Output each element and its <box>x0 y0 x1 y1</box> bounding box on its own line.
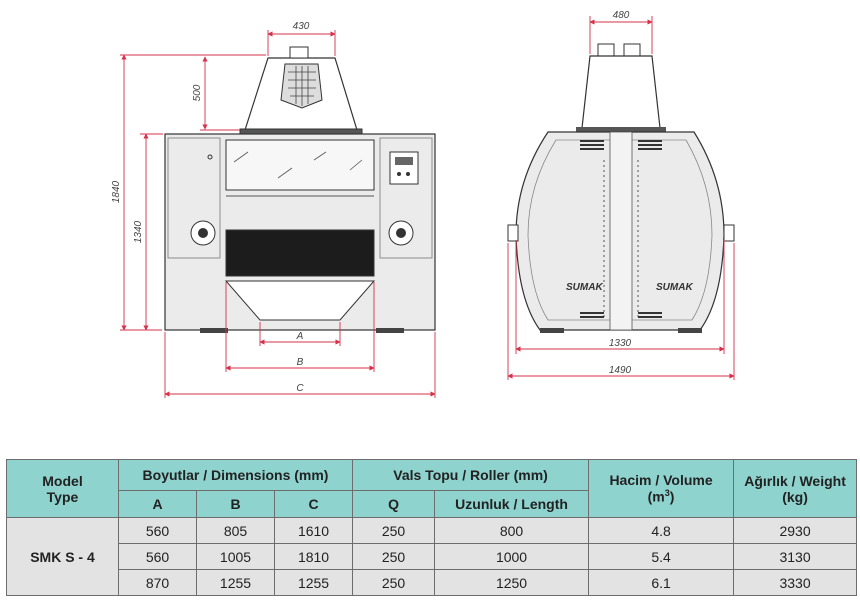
cell-weight: 2930 <box>733 517 858 544</box>
cell-b: 1255 <box>196 569 275 596</box>
cell-b: 805 <box>196 517 275 544</box>
header-model: Model <box>42 472 83 489</box>
side-right-foot <box>678 328 702 333</box>
side-center-column <box>609 131 633 331</box>
cell-a: 560 <box>118 543 197 570</box>
cell-volume: 6.1 <box>588 569 735 596</box>
side-logo-right: SUMAK <box>656 282 693 293</box>
cell-q: 250 <box>352 517 436 544</box>
spec-table: Model Type Boyutlar / Dimensions (mm) Va… <box>6 459 858 596</box>
front-window <box>225 139 375 191</box>
control-button-icon <box>406 172 410 176</box>
dim-c-label: C <box>296 383 304 394</box>
front-hood-width-label: 430 <box>293 21 310 32</box>
control-panel-icon <box>389 151 419 185</box>
side-left-foot <box>540 328 564 333</box>
cell-q: 250 <box>352 569 436 596</box>
cell-a: 560 <box>118 517 197 544</box>
control-panel-display-icon <box>395 157 413 165</box>
header-volume-cell: Hacim / Volume (m3) <box>588 459 735 518</box>
header-model-type: Model Type <box>6 459 119 518</box>
header-weight: Ağırlık / Weight <box>744 472 846 489</box>
side-dimension-lines <box>507 16 735 380</box>
cell-b: 1005 <box>196 543 275 570</box>
side-right-handle-icon <box>723 224 735 242</box>
vent-grille-icon <box>638 140 662 152</box>
side-inner-width-label: 1330 <box>609 338 632 349</box>
cell-length: 1000 <box>434 543 590 570</box>
side-hood-width-label: 480 <box>613 10 630 21</box>
header-weight-cell: Ağırlık / Weight (kg) <box>733 459 858 518</box>
cell-weight: 3130 <box>733 543 858 570</box>
front-roller-band <box>225 229 375 277</box>
header-volume: Hacim / Volume <box>609 472 713 489</box>
header-rollers: Vals Topu / Roller (mm) <box>352 459 590 491</box>
vent-grille-icon <box>580 310 604 320</box>
dim-a-label: A <box>296 331 304 342</box>
front-left-foot <box>200 328 228 333</box>
header-weight-unit: (kg) <box>782 488 808 505</box>
vent-grille-icon <box>638 310 662 320</box>
cell-c: 1255 <box>273 569 354 596</box>
glass-reflection-icon <box>233 151 363 179</box>
model-name: SMK S - 4 <box>6 517 119 596</box>
front-hood-outlet <box>289 46 309 59</box>
table-row: 560 1005 1810 250 1000 5.4 3130 <box>7 543 858 570</box>
front-top-plate <box>239 128 363 135</box>
left-knob-center-icon <box>198 228 208 238</box>
front-dimension-lines <box>120 30 436 398</box>
side-top-plate <box>576 127 666 132</box>
front-right-foot <box>376 328 404 333</box>
technical-drawing: 430 500 1840 1340 A B C SUMAK SUMAK <box>111 10 735 398</box>
header-dimensions: Boyutlar / Dimensions (mm) <box>117 459 354 491</box>
front-view: 430 500 1840 1340 A B C <box>111 21 436 398</box>
dim-b-label: B <box>297 357 304 368</box>
badge-pattern-icon <box>288 66 316 106</box>
cell-a: 870 <box>118 569 197 596</box>
header-col-q: Q <box>352 490 436 518</box>
side-view: SUMAK SUMAK 480 1330 1490 <box>507 10 735 380</box>
header-type: Type <box>46 488 79 505</box>
vent-grille-icon <box>580 140 604 152</box>
side-hood <box>581 55 661 129</box>
side-outlet-left <box>597 43 615 57</box>
header-col-length: Uzunluk / Length <box>434 490 590 518</box>
header-col-b: B <box>196 490 275 518</box>
front-left-panel <box>167 137 221 259</box>
cell-volume: 4.8 <box>588 517 735 544</box>
side-outlet-right <box>623 43 641 57</box>
cell-c: 1610 <box>273 517 354 544</box>
control-button-icon <box>397 172 401 176</box>
header-volume-unit: (m3) <box>647 488 675 505</box>
cell-q: 250 <box>352 543 436 570</box>
front-body-height-label: 1340 <box>133 220 144 243</box>
right-knob-center-icon <box>396 228 406 238</box>
front-total-height-label: 1840 <box>111 180 122 203</box>
header-col-c: C <box>273 490 354 518</box>
table-row: SMK S - 4 560 805 1610 250 800 4.8 2930 <box>6 517 858 596</box>
side-left-handle-icon <box>507 224 519 242</box>
cell-c: 1810 <box>273 543 354 570</box>
side-logo-left: SUMAK <box>566 282 603 293</box>
sumak-badge-icon <box>280 63 323 109</box>
cell-length: 800 <box>434 517 590 544</box>
cell-volume: 5.4 <box>588 543 735 570</box>
side-total-width-label: 1490 <box>609 365 632 376</box>
cell-weight: 3330 <box>733 569 858 596</box>
header-col-a: A <box>118 490 197 518</box>
front-right-panel <box>379 137 433 259</box>
side-inner-outline <box>527 139 713 321</box>
cell-length: 1250 <box>434 569 590 596</box>
front-hopper <box>224 280 376 321</box>
front-indicator-icon <box>207 154 213 160</box>
front-hood-height-label: 500 <box>192 84 203 101</box>
table-row: 870 1255 1255 250 1250 6.1 3330 <box>7 569 858 596</box>
